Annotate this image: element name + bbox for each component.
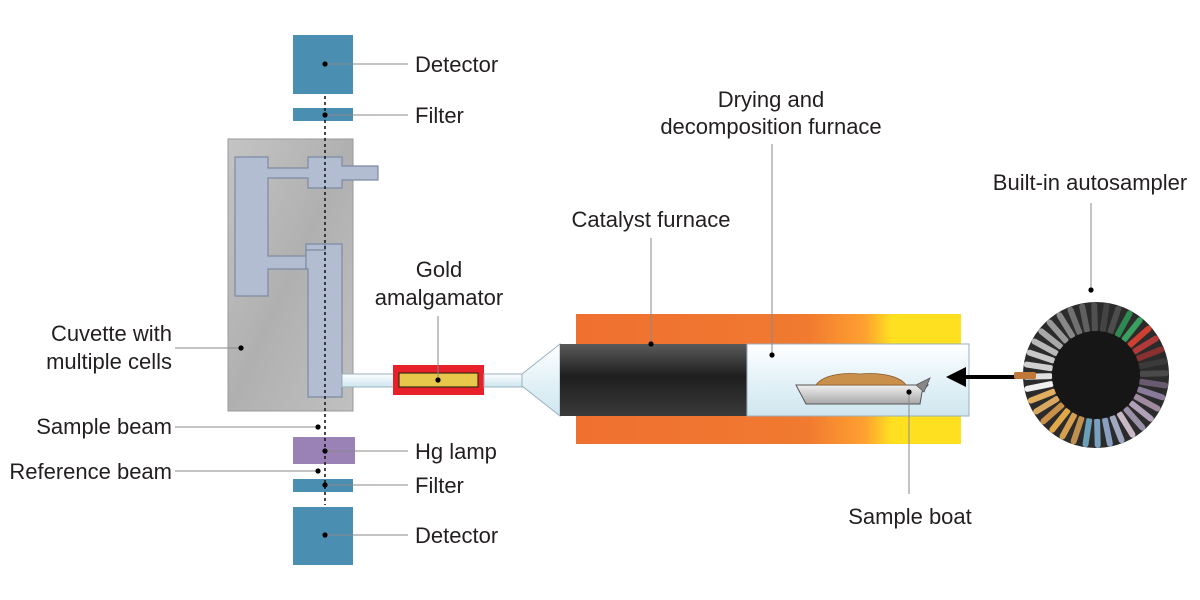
autosampler-slot: [1046, 319, 1069, 344]
autosampler-slot: [1027, 388, 1057, 404]
autosampler-carousel: [1014, 302, 1169, 448]
autosampler-slot: [1079, 303, 1090, 333]
label-autosampler: Built-in autosampler: [993, 170, 1187, 195]
autosampler-slot: [1138, 378, 1169, 389]
autosampler-slot: [1132, 335, 1159, 355]
label-cuvette-line2: multiple cells: [46, 349, 172, 374]
label-filter-bottom: Filter: [415, 473, 464, 498]
label-gold-line1: Gold: [416, 257, 462, 282]
autosampler-slot: [1099, 302, 1110, 333]
autosampler-slot: [1094, 417, 1101, 448]
autosampler-slot: [1135, 346, 1165, 362]
label-cuvette-line1: Cuvette with: [51, 321, 172, 346]
autosampler-slot: [1115, 310, 1133, 338]
autosampler-slot: [1123, 406, 1146, 431]
autosampler-slot: [1049, 407, 1071, 433]
autosampler-slot: [1136, 386, 1166, 401]
autosampler-slot: [1056, 312, 1076, 339]
autosampler-slot: [1116, 411, 1136, 438]
autosampler-slot: [1033, 395, 1060, 415]
autosampler-slot: [1082, 417, 1093, 448]
label-drying-line2: decomposition furnace: [660, 114, 881, 139]
leader-lines: [175, 61, 1094, 538]
autosampler-slot: [1133, 394, 1161, 412]
sample-material: [815, 373, 907, 386]
autosampler-slot: [1121, 317, 1143, 343]
autosampler-slot: [1040, 402, 1065, 425]
label-drying-line1: Drying and: [718, 87, 824, 112]
label-sample-beam: Sample beam: [36, 414, 172, 439]
sample-boat-rim: [915, 377, 931, 393]
furnace-inlet-cone: [521, 342, 561, 418]
label-sample-boat: Sample boat: [848, 504, 972, 529]
autosampler-slot: [1128, 400, 1154, 422]
catalyst-furnace-tube: [560, 344, 747, 416]
autosampler-slot: [1127, 325, 1152, 348]
autosampler-slot: [1138, 358, 1168, 369]
transfer-tube-right: [483, 373, 525, 388]
autosampler-slot: [1026, 349, 1056, 364]
autosampler-slot: [1107, 305, 1122, 335]
autosampler-slot: [1038, 328, 1064, 350]
label-gold-line2: amalgamator: [375, 285, 503, 310]
autosampler-slot: [1024, 381, 1054, 392]
autosampler-slot: [1023, 361, 1054, 372]
autosampler-slot: [1109, 414, 1125, 444]
autosampler-slot: [1138, 370, 1169, 377]
label-detector-top: Detector: [415, 52, 498, 77]
autosampler-slot: [1070, 415, 1085, 445]
cuvette-cells: [234, 156, 379, 398]
label-filter-top: Filter: [415, 103, 464, 128]
autosampler-slot: [1067, 306, 1083, 336]
label-hg-lamp: Hg lamp: [415, 439, 497, 464]
autosampler-slot: [1031, 338, 1059, 356]
sample-boat: [795, 384, 930, 405]
autosampler-slot: [1059, 412, 1077, 440]
label-detector-bottom: Detector: [415, 523, 498, 548]
label-catalyst: Catalyst furnace: [572, 207, 731, 232]
transfer-tube-left: [341, 373, 395, 388]
label-reference-beam: Reference beam: [9, 459, 172, 484]
autosampler-slot: [1091, 302, 1098, 333]
autosampler-slot: [1102, 417, 1113, 447]
